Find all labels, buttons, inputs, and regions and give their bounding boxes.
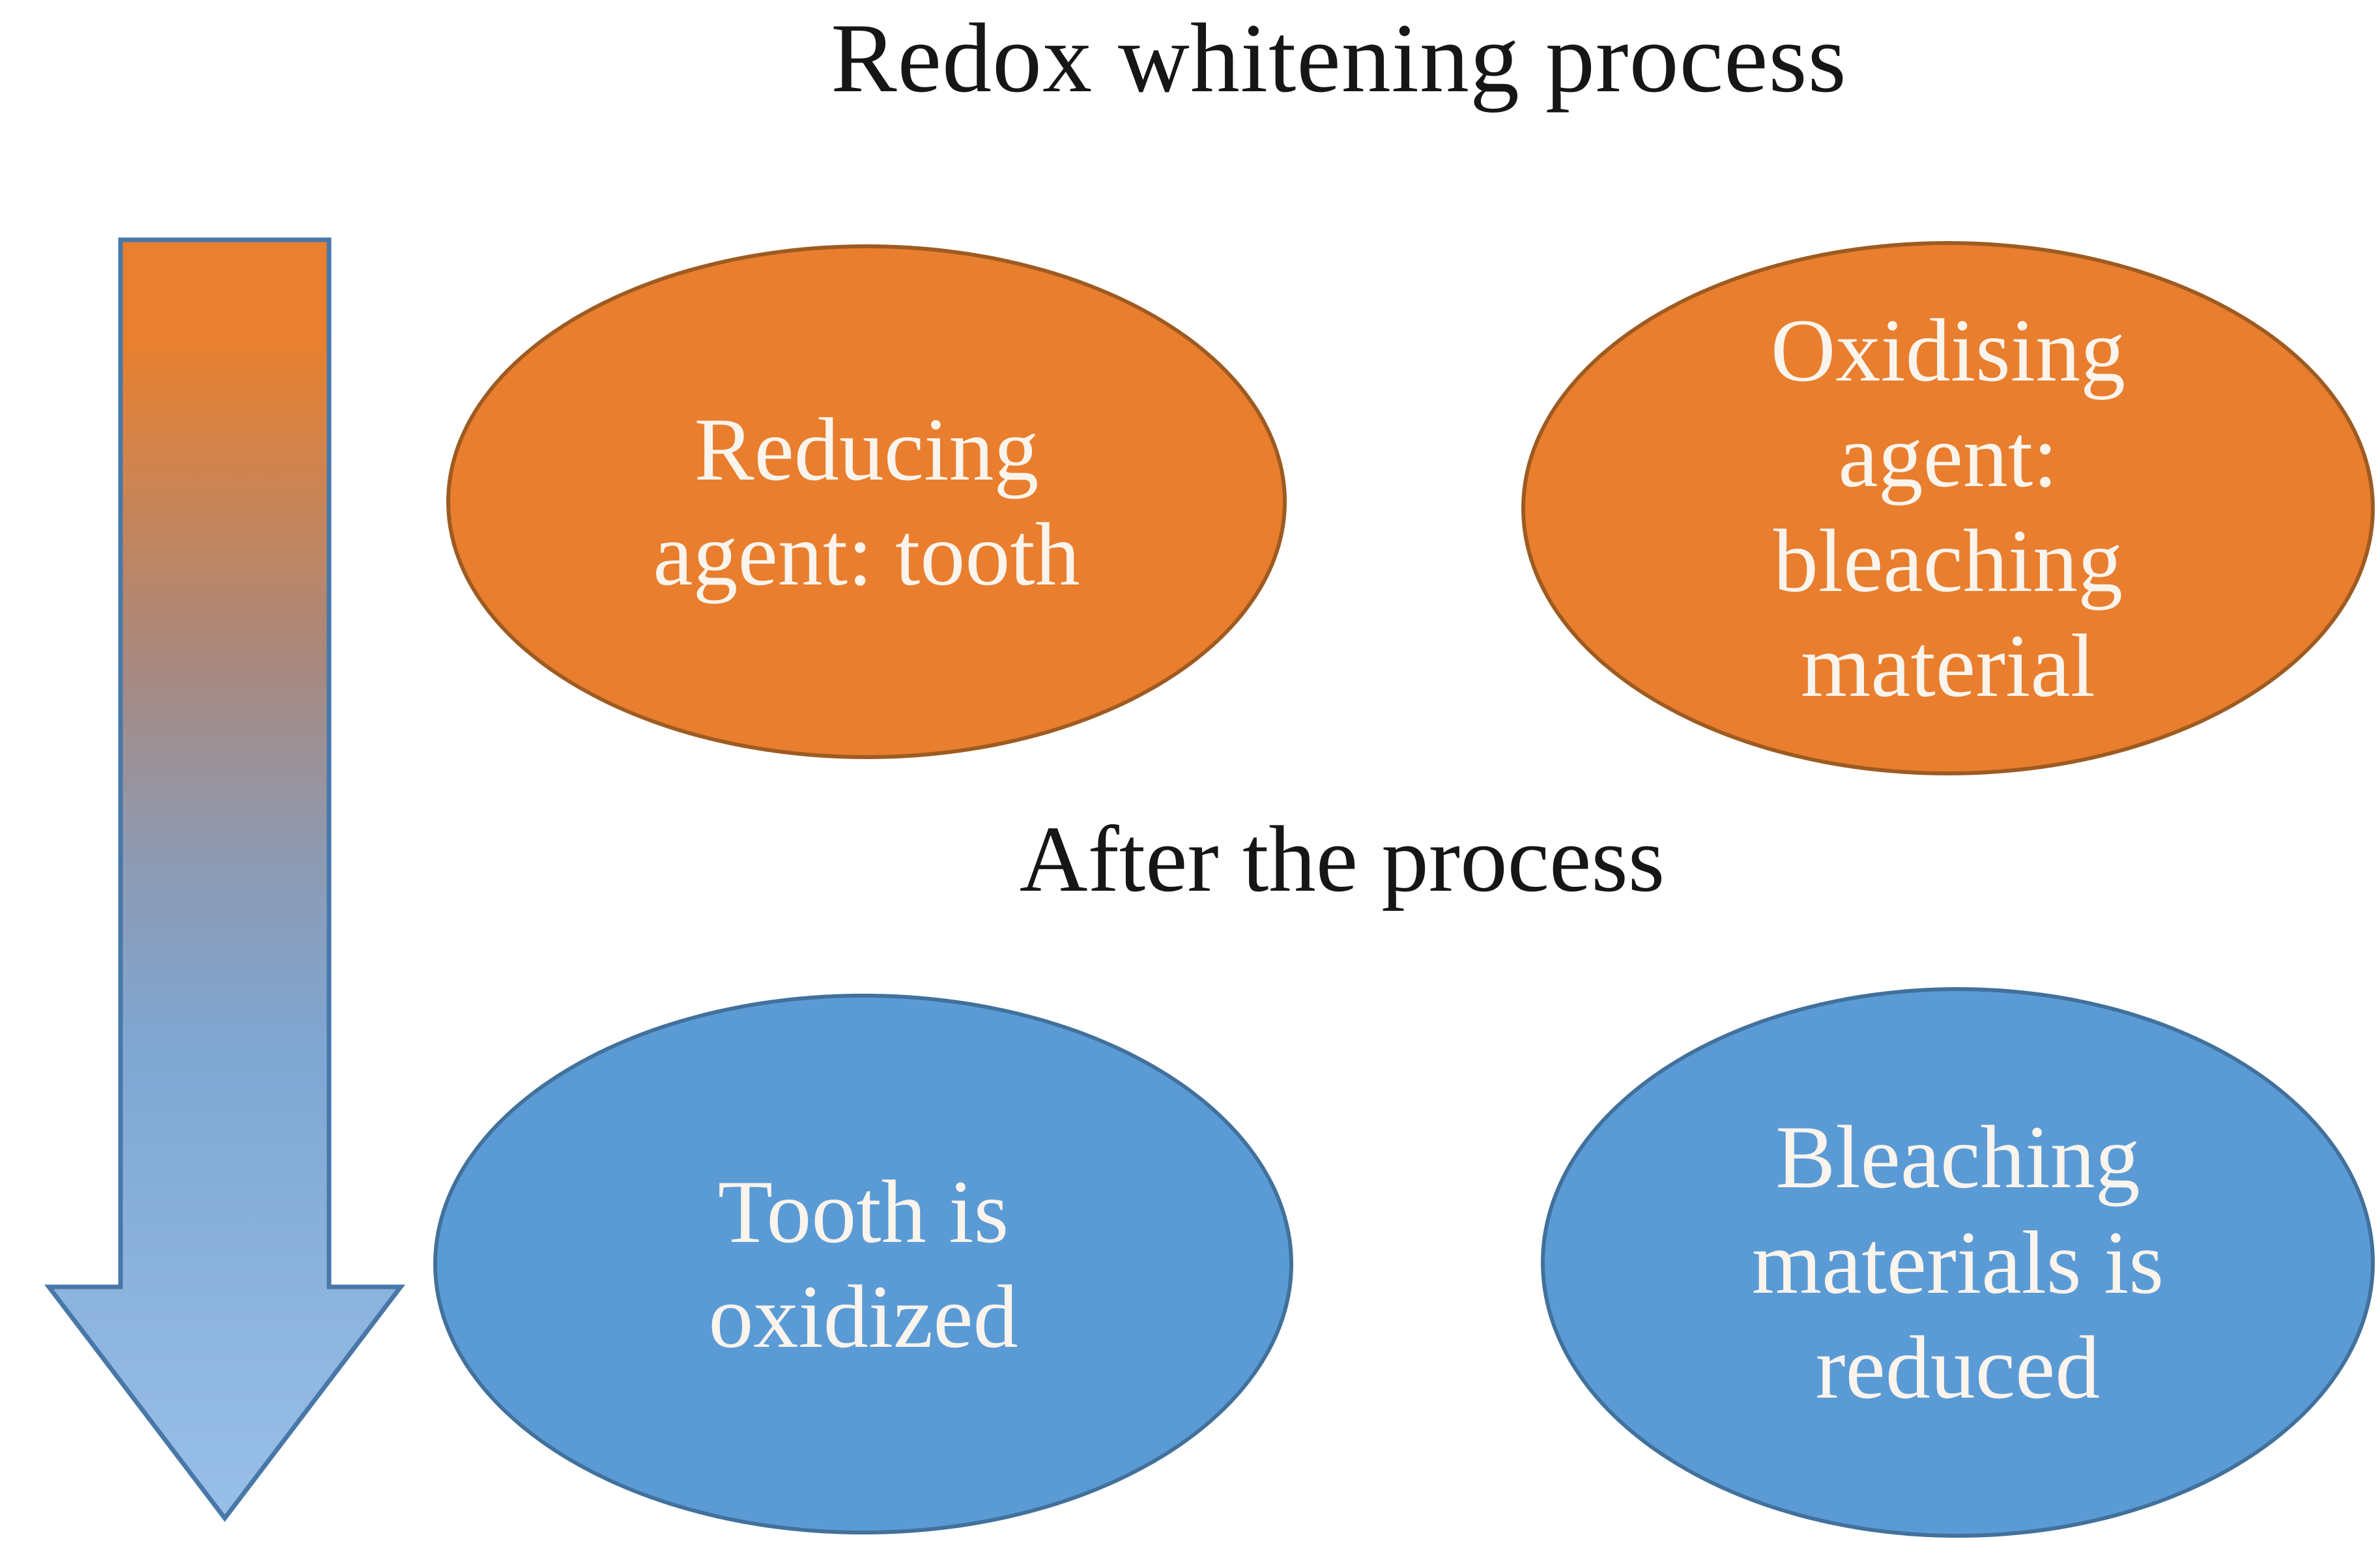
node-reducing-agent: Reducing agent: tooth [446,244,1287,759]
diagram-title: Redox whitening process [831,3,1847,113]
down-arrow-shape [44,237,406,1522]
node-oxidising-agent: Oxidising agent: bleaching material [1521,241,2375,775]
process-arrow [44,237,406,1522]
after-process-label: After the process [1019,807,1665,912]
node-bleaching-reduced: Bleaching materials is reduced [1541,987,2375,1538]
node-tooth-oxidized: Tooth is oxidized [433,994,1293,1534]
